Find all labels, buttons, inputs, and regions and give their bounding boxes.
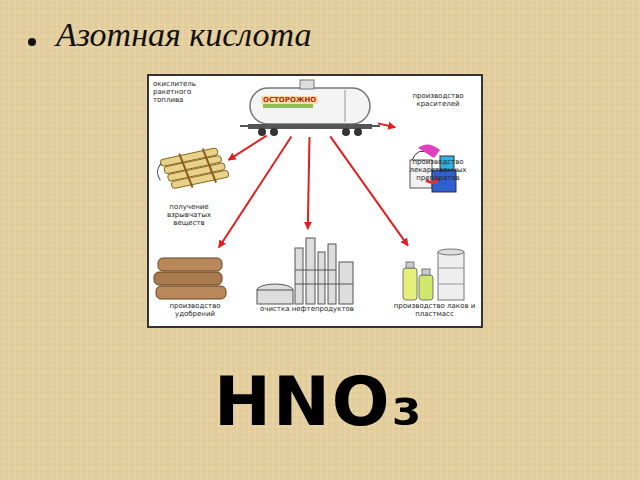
fertilizer-bags xyxy=(154,258,226,299)
refinery xyxy=(257,238,353,304)
application-node: производство лаков и пластмасс xyxy=(392,248,477,318)
warning-sign: ОСТОРОЖНО xyxy=(261,96,318,104)
application-node: получение взрывчатых веществ xyxy=(152,143,226,227)
application-label: получение взрывчатых веществ xyxy=(152,203,226,227)
red-arrow xyxy=(378,123,395,127)
application-node: производство удобрений xyxy=(150,250,240,318)
chemical-bottles xyxy=(403,249,464,300)
slide-title: Азотная кислота xyxy=(56,16,312,54)
tank-node: ОСТОРОЖНО xyxy=(245,82,375,134)
application-label: производство удобрений xyxy=(150,302,240,318)
application-label: производство лаков и пластмасс xyxy=(392,302,477,318)
application-node: производство красителей производство лека… xyxy=(398,92,478,182)
tank-car xyxy=(240,80,380,136)
red-arrow xyxy=(219,137,292,248)
red-arrow xyxy=(229,136,267,160)
formula: HNO₃ xyxy=(214,362,423,441)
note-label: окислитель ракетного топлива xyxy=(153,80,215,104)
explosive-sticks xyxy=(154,145,229,195)
application-label: производство красителей xyxy=(398,92,478,108)
application-label: очистка нефтепродуктов xyxy=(260,305,354,313)
application-label: производство лекарственных препаратов xyxy=(398,158,478,182)
red-arrow xyxy=(308,137,310,229)
red-arrow xyxy=(330,136,408,245)
application-node: очистка нефтепродуктов xyxy=(252,232,362,313)
